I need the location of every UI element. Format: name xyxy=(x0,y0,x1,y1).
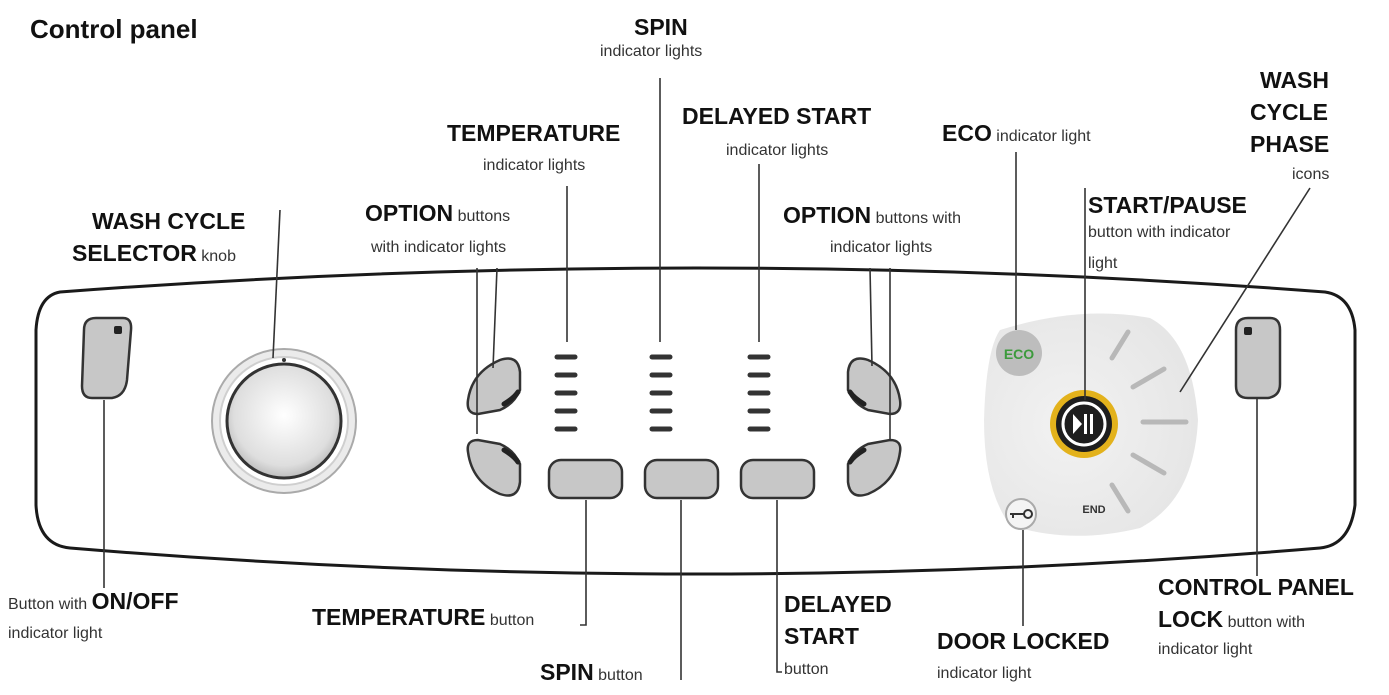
wash-phase-line1: WASH xyxy=(1260,67,1329,93)
control-panel-lock-button[interactable] xyxy=(1234,316,1282,400)
door-locked-title: DOOR LOCKED xyxy=(937,628,1110,654)
option-indicator-left-bottom xyxy=(501,447,521,465)
delayed-button-subtitle: button xyxy=(784,661,829,678)
wash-cycle-selector-knob[interactable] xyxy=(211,348,357,494)
spin-button[interactable] xyxy=(643,458,720,500)
option-right-line1: OPTION buttons with xyxy=(783,202,961,230)
option-indicator-right-bottom xyxy=(847,447,867,465)
start-pause-sub2: light xyxy=(1088,255,1118,272)
spin-button-subtitle: button xyxy=(598,667,643,684)
lock-sub1: button with xyxy=(1227,614,1306,631)
delayed-start-button[interactable] xyxy=(739,458,816,500)
eco-label: ECO indicator light xyxy=(942,120,1091,148)
option-left-line1: OPTION buttons xyxy=(365,200,510,228)
eco-indicator-text: ECO xyxy=(1004,346,1034,362)
spin-button-title: SPIN xyxy=(540,659,594,685)
option-left-sub2: with indicator lights xyxy=(371,239,507,256)
leader-lines xyxy=(103,78,1311,680)
temperature-button-subtitle: button xyxy=(489,612,535,629)
delayed-start-indicator-subtitle: indicator lights xyxy=(726,142,829,159)
wash-cycle-phase-icons xyxy=(1109,329,1189,514)
option-right-sub2: indicator lights xyxy=(830,239,933,256)
start-pause-title: START/PAUSE xyxy=(1088,192,1247,218)
eco-label-title: ECO xyxy=(942,120,992,146)
lock-label-line1: CONTROL PANEL xyxy=(1158,574,1354,600)
onoff-button[interactable] xyxy=(80,316,133,400)
wash-phase-line2: CYCLE xyxy=(1250,99,1328,125)
onoff-indicator-light xyxy=(114,326,122,334)
page-title: Control panel xyxy=(30,14,198,44)
door-locked-indicator-light xyxy=(1005,498,1037,530)
delayed-button-line1: DELAYED xyxy=(784,591,892,617)
option-right-sub1: buttons with xyxy=(875,210,962,227)
spin-indicator-subtitle: indicator lights xyxy=(600,43,703,60)
onoff-pre: Button with xyxy=(8,596,88,613)
onoff-label-line1: Button with ON/OFF xyxy=(8,588,179,616)
spin-button-label: SPIN button xyxy=(540,659,643,687)
end-phase-label: END xyxy=(1082,504,1105,516)
eco-indicator-light: ECO xyxy=(996,330,1042,376)
option-indicator-left-top xyxy=(501,389,521,407)
selector-subtitle: knob xyxy=(201,248,236,265)
spin-indicator-title: SPIN xyxy=(634,14,688,40)
temperature-button[interactable] xyxy=(547,458,624,500)
selector-line1: WASH CYCLE xyxy=(92,208,246,234)
option-left-title: OPTION xyxy=(365,200,454,226)
option-right-title: OPTION xyxy=(783,202,872,228)
selector-line2: SELECTOR knob xyxy=(72,240,236,268)
wash-phase-subtitle: icons xyxy=(1292,166,1330,183)
temperature-button-title: TEMPERATURE xyxy=(312,604,486,630)
temperature-button-label: TEMPERATURE button xyxy=(312,604,534,632)
door-locked-subtitle: indicator light xyxy=(937,665,1032,682)
onoff-title: ON/OFF xyxy=(91,588,179,614)
start-pause-sub1: button with indicator xyxy=(1088,224,1231,241)
temperature-indicator-title: TEMPERATURE xyxy=(447,120,621,146)
delayed-start-indicator-title: DELAYED START xyxy=(682,103,872,129)
option-indicator-right-top xyxy=(847,389,867,407)
eco-label-subtitle: indicator light xyxy=(996,128,1091,145)
lock-label-line2: LOCK button with xyxy=(1158,606,1305,634)
temperature-indicator-subtitle: indicator lights xyxy=(483,157,586,174)
delayed-start-indicator-lights xyxy=(747,354,771,432)
delayed-button-line2: START xyxy=(784,623,859,649)
lock-title: LOCK xyxy=(1158,606,1224,632)
option-left-sub1: buttons xyxy=(457,208,511,225)
lock-indicator-light xyxy=(1244,327,1252,335)
lock-sub2: indicator light xyxy=(1158,641,1253,658)
onoff-subtitle: indicator light xyxy=(8,625,103,642)
play-pause-icon xyxy=(1073,414,1093,434)
spin-indicator-lights xyxy=(649,354,673,432)
start-pause-button[interactable] xyxy=(1050,390,1118,458)
wash-phase-line3: PHASE xyxy=(1250,131,1330,157)
temperature-indicator-lights xyxy=(554,354,578,432)
selector-title: SELECTOR xyxy=(72,240,197,266)
key-icon xyxy=(1010,509,1033,519)
